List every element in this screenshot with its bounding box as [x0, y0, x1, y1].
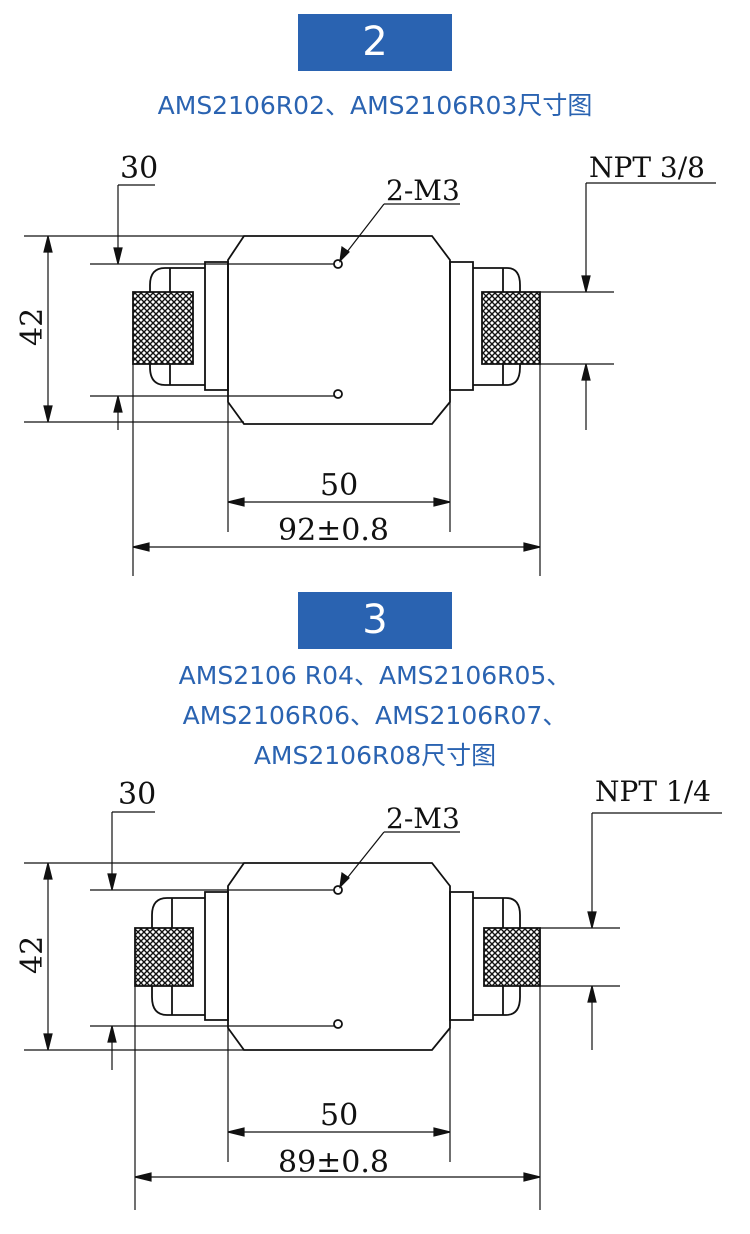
section-2-caption: AMS2106R02、AMS2106R03尺寸图 — [157, 91, 593, 120]
section-2-number: 2 — [362, 19, 388, 65]
section-3-dimension-drawing: 30 42 2-M3 NPT 1/4 50 89±0.8 — [15, 775, 750, 1220]
dim-holes: 2-M3 — [386, 174, 460, 207]
dim-thread: NPT 1/4 — [595, 775, 711, 808]
mounting-hole-top — [334, 886, 342, 894]
right-fitting — [450, 892, 473, 1020]
left-fitting — [205, 262, 228, 390]
dim-body-length: 50 — [320, 468, 358, 503]
dim-height: 42 — [15, 936, 50, 974]
left-thread — [133, 292, 193, 364]
mounting-hole-bottom — [334, 390, 342, 398]
dim-top-offset: 30 — [118, 777, 156, 812]
dim-height: 42 — [15, 308, 50, 346]
section-3-caption-line-2: AMS2106R06、AMS2106R07、 — [182, 701, 568, 730]
section-3-caption-line-1: AMS2106 R04、AMS2106R05、 — [178, 661, 572, 690]
section-3-number: 3 — [362, 597, 388, 643]
sensor-body — [228, 863, 450, 1050]
section-2-number-badge: 2 — [298, 14, 452, 71]
left-fitting — [205, 892, 228, 1020]
dim-total-length: 89±0.8 — [278, 1145, 389, 1180]
dim-total-length: 92±0.8 — [278, 513, 389, 548]
section-3-caption-line-3: AMS2106R08尺寸图 — [253, 741, 497, 770]
left-thread — [135, 928, 193, 986]
dim-body-length: 50 — [320, 1098, 358, 1133]
dim-thread: NPT 3/8 — [589, 151, 705, 184]
dim-top-offset: 30 — [120, 151, 158, 186]
right-thread — [482, 292, 540, 364]
right-thread — [484, 928, 540, 986]
section-2-dimension-drawing: 30 42 2-M3 NPT 3/8 50 92±0.8 — [15, 151, 750, 580]
mounting-hole-bottom — [334, 1020, 342, 1028]
section-3-number-badge: 3 — [298, 592, 452, 649]
dim-holes: 2-M3 — [386, 802, 460, 835]
mounting-hole-top — [334, 260, 342, 268]
right-fitting — [450, 262, 473, 390]
